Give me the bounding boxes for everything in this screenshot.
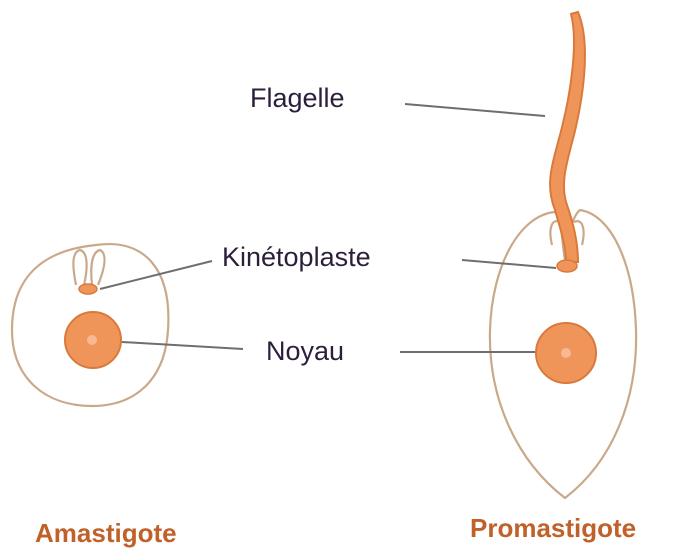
kinetoplast-leader-line-right <box>462 260 556 268</box>
amastigote-kinetoplast <box>79 284 97 294</box>
promastigote-caption: Promastigote <box>470 513 636 543</box>
nucleus-label: Noyau <box>266 336 344 366</box>
amastigote-caption: Amastigote <box>35 518 177 548</box>
amastigote-nucleolus <box>87 335 97 345</box>
flagellum-label: Flagelle <box>250 83 345 113</box>
flagellum <box>550 12 585 262</box>
promastigote-nucleolus <box>561 348 571 358</box>
promastigote-kinetoplast <box>557 260 577 272</box>
kinetoplast-leader-line-left <box>100 261 212 289</box>
nucleus-leader-line-left <box>122 342 243 349</box>
kinetoplast-label: Kinétoplaste <box>222 242 371 272</box>
amastigote-cell <box>12 244 168 406</box>
amastigote-flagellar-pocket <box>73 250 104 285</box>
flagellum-leader-line <box>405 104 545 116</box>
promastigote-cell <box>490 12 636 498</box>
